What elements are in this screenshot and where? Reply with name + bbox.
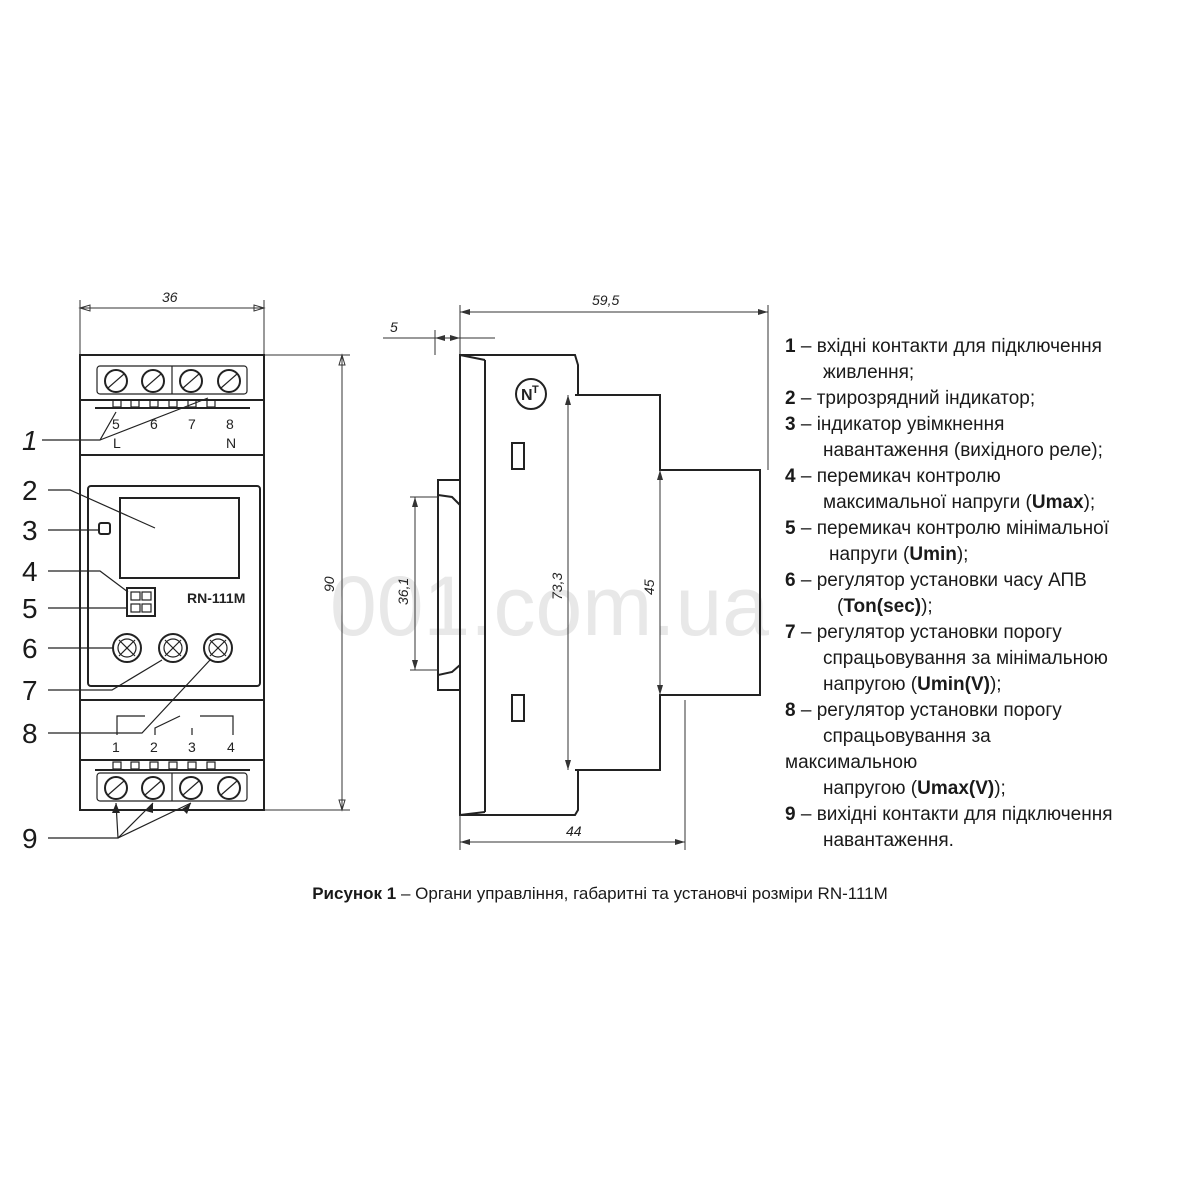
terminal-2: 2 (150, 739, 158, 755)
callout-4: 4 (22, 556, 38, 587)
top-terminal-screws (104, 369, 241, 393)
front-view: 36 90 5 6 7 (22, 289, 350, 854)
dim-width-label: 36 (162, 289, 178, 305)
letter-N: N (226, 435, 236, 451)
side-view: 59,5 5 N T 36,1 (383, 292, 769, 850)
terminal-5: 5 (112, 416, 120, 432)
legend-item-9: 9 – вихідні контакти для підключення нав… (785, 804, 1113, 851)
dim-depth-label: 59,5 (592, 292, 619, 308)
knob-umax-icon (203, 633, 233, 663)
legend-item-4: 4 – перемикач контролю максимальної напр… (785, 466, 1096, 513)
model-label: RN-111M (187, 590, 245, 606)
knob-ton-icon (112, 633, 142, 663)
knob-umin-icon (158, 633, 188, 663)
bottom-terminal-screws (104, 776, 241, 800)
dim-rail-label: 36,1 (395, 578, 411, 605)
legend-item-6: 6 – регулятор установки часу АПВ (Ton(se… (785, 570, 1087, 617)
dim-height-label: 90 (321, 576, 337, 592)
load-led-icon (98, 522, 111, 535)
terminal-4: 4 (227, 739, 235, 755)
legend-item-2: 2 – трирозрядний індикатор; (785, 388, 1036, 409)
watermark: 001.com.ua (330, 559, 769, 653)
dim-offset-label: 5 (390, 319, 398, 335)
callout-9: 9 (22, 823, 38, 854)
callout-2: 2 (22, 475, 38, 506)
dim-front-height-label: 45 (641, 579, 657, 595)
svg-text:N: N (521, 387, 533, 404)
letter-L: L (113, 435, 121, 451)
legend-item-5: 5 – перемикач контролю мінімальної напру… (785, 518, 1109, 565)
dim-body-depth-label: 44 (566, 823, 582, 839)
callout-8: 8 (22, 718, 38, 749)
terminal-6: 6 (150, 416, 158, 432)
callout-6: 6 (22, 633, 38, 664)
caption-bold: Рисунок 1 (312, 884, 397, 903)
dip-switch-icon (126, 587, 156, 617)
terminal-3: 3 (188, 739, 196, 755)
callout-3: 3 (22, 515, 38, 546)
legend-item-7: 7 – регулятор установки порогу спрацьову… (785, 622, 1108, 695)
callout-7: 7 (22, 675, 38, 706)
terminal-7: 7 (188, 416, 196, 432)
caption-text: – Органи управління, габаритні та устано… (396, 884, 888, 903)
legend-list: 1 – вхідні контакти для підключення живл… (785, 334, 1195, 854)
terminal-8: 8 (226, 416, 234, 432)
dim-body-height-label: 73,3 (549, 573, 565, 600)
callout-5: 5 (22, 593, 38, 624)
legend-item-1: 1 – вхідні контакти для підключення живл… (785, 336, 1102, 383)
callout-1: 1 (22, 425, 38, 456)
nt-logo-icon: N T (515, 378, 547, 410)
legend-item-8: 8 – регулятор установки порогу спрацьову… (785, 700, 1062, 799)
svg-text:T: T (532, 384, 539, 396)
figure-caption: Рисунок 1 – Органи управління, габаритні… (0, 884, 1200, 904)
terminal-1: 1 (112, 739, 120, 755)
legend-item-3: 3 – індикатор увімкнення навантаження (в… (785, 414, 1103, 461)
